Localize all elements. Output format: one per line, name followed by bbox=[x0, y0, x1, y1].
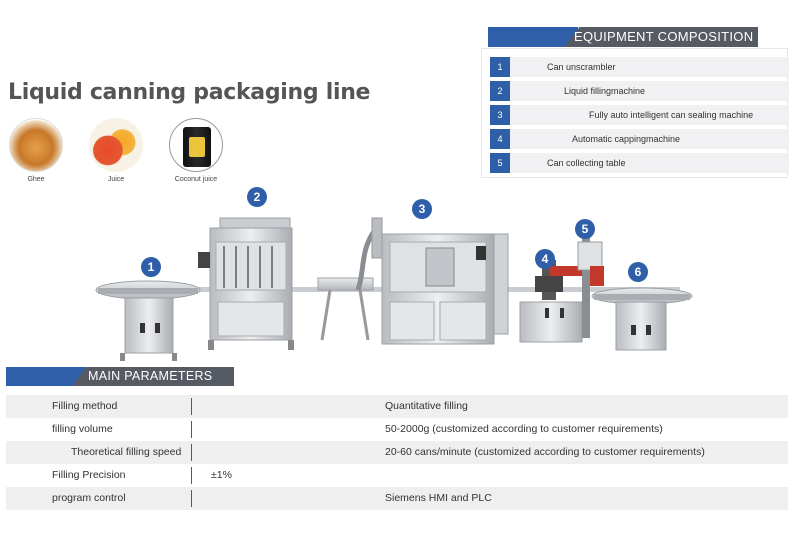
main-parameters-title: MAIN PARAMETERS bbox=[88, 369, 213, 383]
item-text: Can collecting table bbox=[547, 158, 626, 168]
equipment-composition-title: EQUIPMENT COMPOSITION bbox=[574, 29, 754, 44]
production-line-illustration bbox=[95, 217, 693, 361]
main-parameters-header: MAIN PARAMETERS bbox=[6, 367, 234, 386]
table-row: Theoretical filling speed 20-60 cans/min… bbox=[6, 441, 788, 464]
parameter-value: Quantitative filling bbox=[385, 400, 468, 412]
product-juice: Juice bbox=[86, 118, 146, 183]
parameter-label: Filling method bbox=[52, 400, 118, 412]
coding-machine bbox=[577, 238, 604, 338]
item-text: Fully auto intelligent can sealing machi… bbox=[589, 110, 754, 120]
list-item: 4 Automatic cappingmachine bbox=[490, 129, 789, 149]
product-ghee: Ghee bbox=[6, 118, 66, 183]
parameter-value: 20-60 cans/minute (customized according … bbox=[385, 446, 705, 458]
can-lid-feeder bbox=[317, 217, 383, 341]
list-item: 3 Fully auto intelligent can sealing mac… bbox=[490, 105, 789, 125]
can-unscrambler-machine bbox=[95, 280, 201, 361]
item-number: 4 bbox=[490, 129, 510, 149]
liquid-filling-machine bbox=[198, 217, 294, 350]
product-examples: Ghee Juice Coconut juice bbox=[6, 118, 226, 190]
can-collecting-table bbox=[591, 287, 693, 351]
parameter-value: ±1% bbox=[211, 469, 232, 481]
table-row: filling volume 50-2000g (customized acco… bbox=[6, 418, 788, 441]
parameters-table: Filling method Quantitative filling fill… bbox=[6, 395, 788, 510]
parameter-label: filling volume bbox=[52, 423, 113, 435]
coconut-juice-can-icon bbox=[169, 118, 223, 172]
list-item: 2 Liquid fillingmachine bbox=[490, 81, 789, 101]
list-item: 1 Can unscrambler bbox=[490, 57, 789, 77]
product-label: Ghee bbox=[27, 176, 45, 183]
parameter-label: program control bbox=[52, 492, 126, 504]
parameter-label: Filling Precision bbox=[52, 469, 126, 481]
callout-1: 1 bbox=[141, 257, 161, 277]
parameter-label: Theoretical filling speed bbox=[71, 446, 182, 458]
equipment-composition-list: 1 Can unscrambler 2 Liquid fillingmachin… bbox=[481, 48, 789, 178]
ghee-jar-icon bbox=[9, 118, 63, 172]
callout-2: 2 bbox=[247, 187, 267, 207]
item-number: 5 bbox=[490, 153, 510, 173]
callout-5: 5 bbox=[575, 219, 595, 239]
callout-4: 4 bbox=[535, 249, 555, 269]
item-text: Can unscrambler bbox=[547, 62, 616, 72]
product-label: Juice bbox=[107, 176, 125, 183]
item-number: 3 bbox=[490, 105, 510, 125]
item-text: Automatic cappingmachine bbox=[572, 134, 681, 144]
parameter-value: Siemens HMI and PLC bbox=[385, 492, 492, 504]
item-number: 1 bbox=[490, 57, 510, 77]
parameter-value: 50-2000g (customized according to custom… bbox=[385, 423, 663, 435]
juice-glasses-icon bbox=[89, 118, 143, 172]
can-sealing-machine bbox=[381, 233, 509, 345]
table-row: program control Siemens HMI and PLC bbox=[6, 487, 788, 510]
page-title: Liquid canning packaging line bbox=[8, 80, 371, 105]
table-row: Filling method Quantitative filling bbox=[6, 395, 788, 418]
capping-machine bbox=[519, 260, 590, 343]
callout-3: 3 bbox=[412, 199, 432, 219]
product-coconut-juice: Coconut juice bbox=[166, 118, 226, 183]
product-label: Coconut juice bbox=[174, 176, 218, 183]
item-text: Liquid fillingmachine bbox=[564, 86, 646, 96]
list-item: 5 Can collecting table bbox=[490, 153, 789, 173]
callout-6: 6 bbox=[628, 262, 648, 282]
table-row: Filling Precision ±1% bbox=[6, 464, 788, 487]
equipment-composition-header: EQUIPMENT COMPOSITION bbox=[488, 27, 758, 47]
item-number: 2 bbox=[490, 81, 510, 101]
